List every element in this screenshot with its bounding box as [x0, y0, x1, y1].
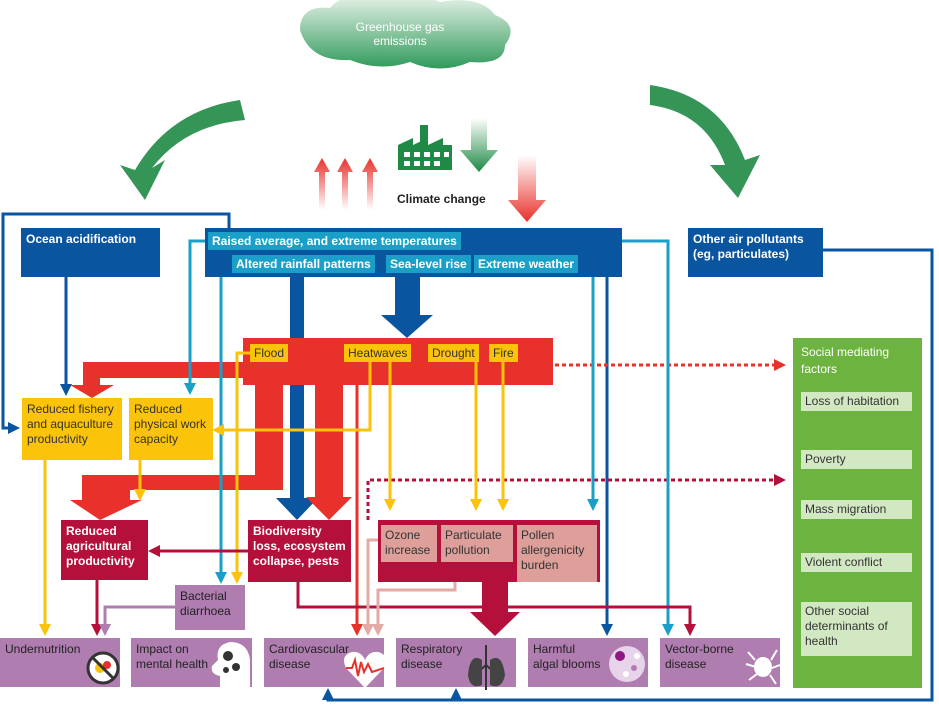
raised-temperatures-label: Raised average, and extreme temperatures [208, 232, 461, 250]
greenhouse-cloud [300, 0, 511, 69]
social-item-violent-conflict: Violent conflict [801, 553, 912, 572]
climate-change-label: Climate change [397, 192, 486, 206]
outcome-algal-blooms: Harmful algal blooms [528, 638, 648, 687]
social-factors-title: Social mediating factors [801, 345, 890, 376]
curved-arrow-right [650, 85, 760, 198]
outcome-mental-health: Impact on mental health [131, 638, 252, 687]
social-item-loss-of-habitation: Loss of habitation [801, 392, 912, 411]
reduced-fishery-box: Reduced fishery and aquaculture producti… [22, 398, 122, 460]
flood-label: Flood [250, 344, 289, 362]
extreme-weather-label: Extreme weather [474, 255, 579, 273]
heatwaves-label: Heatwaves [344, 344, 412, 362]
social-item-poverty: Poverty [801, 450, 912, 469]
biodiversity-loss-box: Biodiversity loss, ecosystem collapse, p… [248, 520, 351, 582]
curved-arrow-left [120, 100, 245, 200]
outcome-cardiovascular: Cardiovascular disease [264, 638, 384, 687]
down-arrow-green [460, 118, 498, 172]
other-air-pollutants-box: Other air pollutants (eg, particulates) [688, 228, 823, 277]
social-item-other-determinants: Other social determinants of health [801, 602, 912, 656]
particulate-pollution-box: Particulate pollution [441, 525, 513, 562]
heat-arrows-up [314, 158, 378, 210]
social-item-mass-migration: Mass migration [801, 500, 912, 519]
ocean-acidification-box: Ocean acidification [21, 228, 160, 277]
reduced-agricultural-productivity-box: Reduced agricultural productivity [61, 520, 148, 580]
drought-label: Drought [428, 344, 479, 362]
outcome-undernutrition: Undernutrition [0, 638, 120, 687]
sea-level-rise-label: Sea-level rise [386, 255, 471, 273]
outcome-vector-borne: Vector-borne disease [660, 638, 780, 687]
down-arrow-red [508, 155, 546, 222]
ozone-increase-box: Ozone increase [381, 525, 437, 562]
social-mediating-factors-box: Social mediating factors Loss of habitat… [793, 338, 922, 688]
outcome-respiratory: Respiratory disease [396, 638, 516, 687]
bacterial-diarrhoea-box: Bacterial diarrhoea [175, 585, 245, 630]
reduced-work-capacity-box: Reduced physical work capacity [129, 398, 213, 460]
pollen-allergenicity-box: Pollen allergenicity burden [517, 525, 597, 582]
factory-icon [398, 125, 452, 170]
altered-rainfall-label: Altered rainfall patterns [232, 255, 375, 273]
greenhouse-gas-label: Greenhouse gas emissions [355, 20, 445, 48]
fire-label: Fire [489, 344, 518, 362]
